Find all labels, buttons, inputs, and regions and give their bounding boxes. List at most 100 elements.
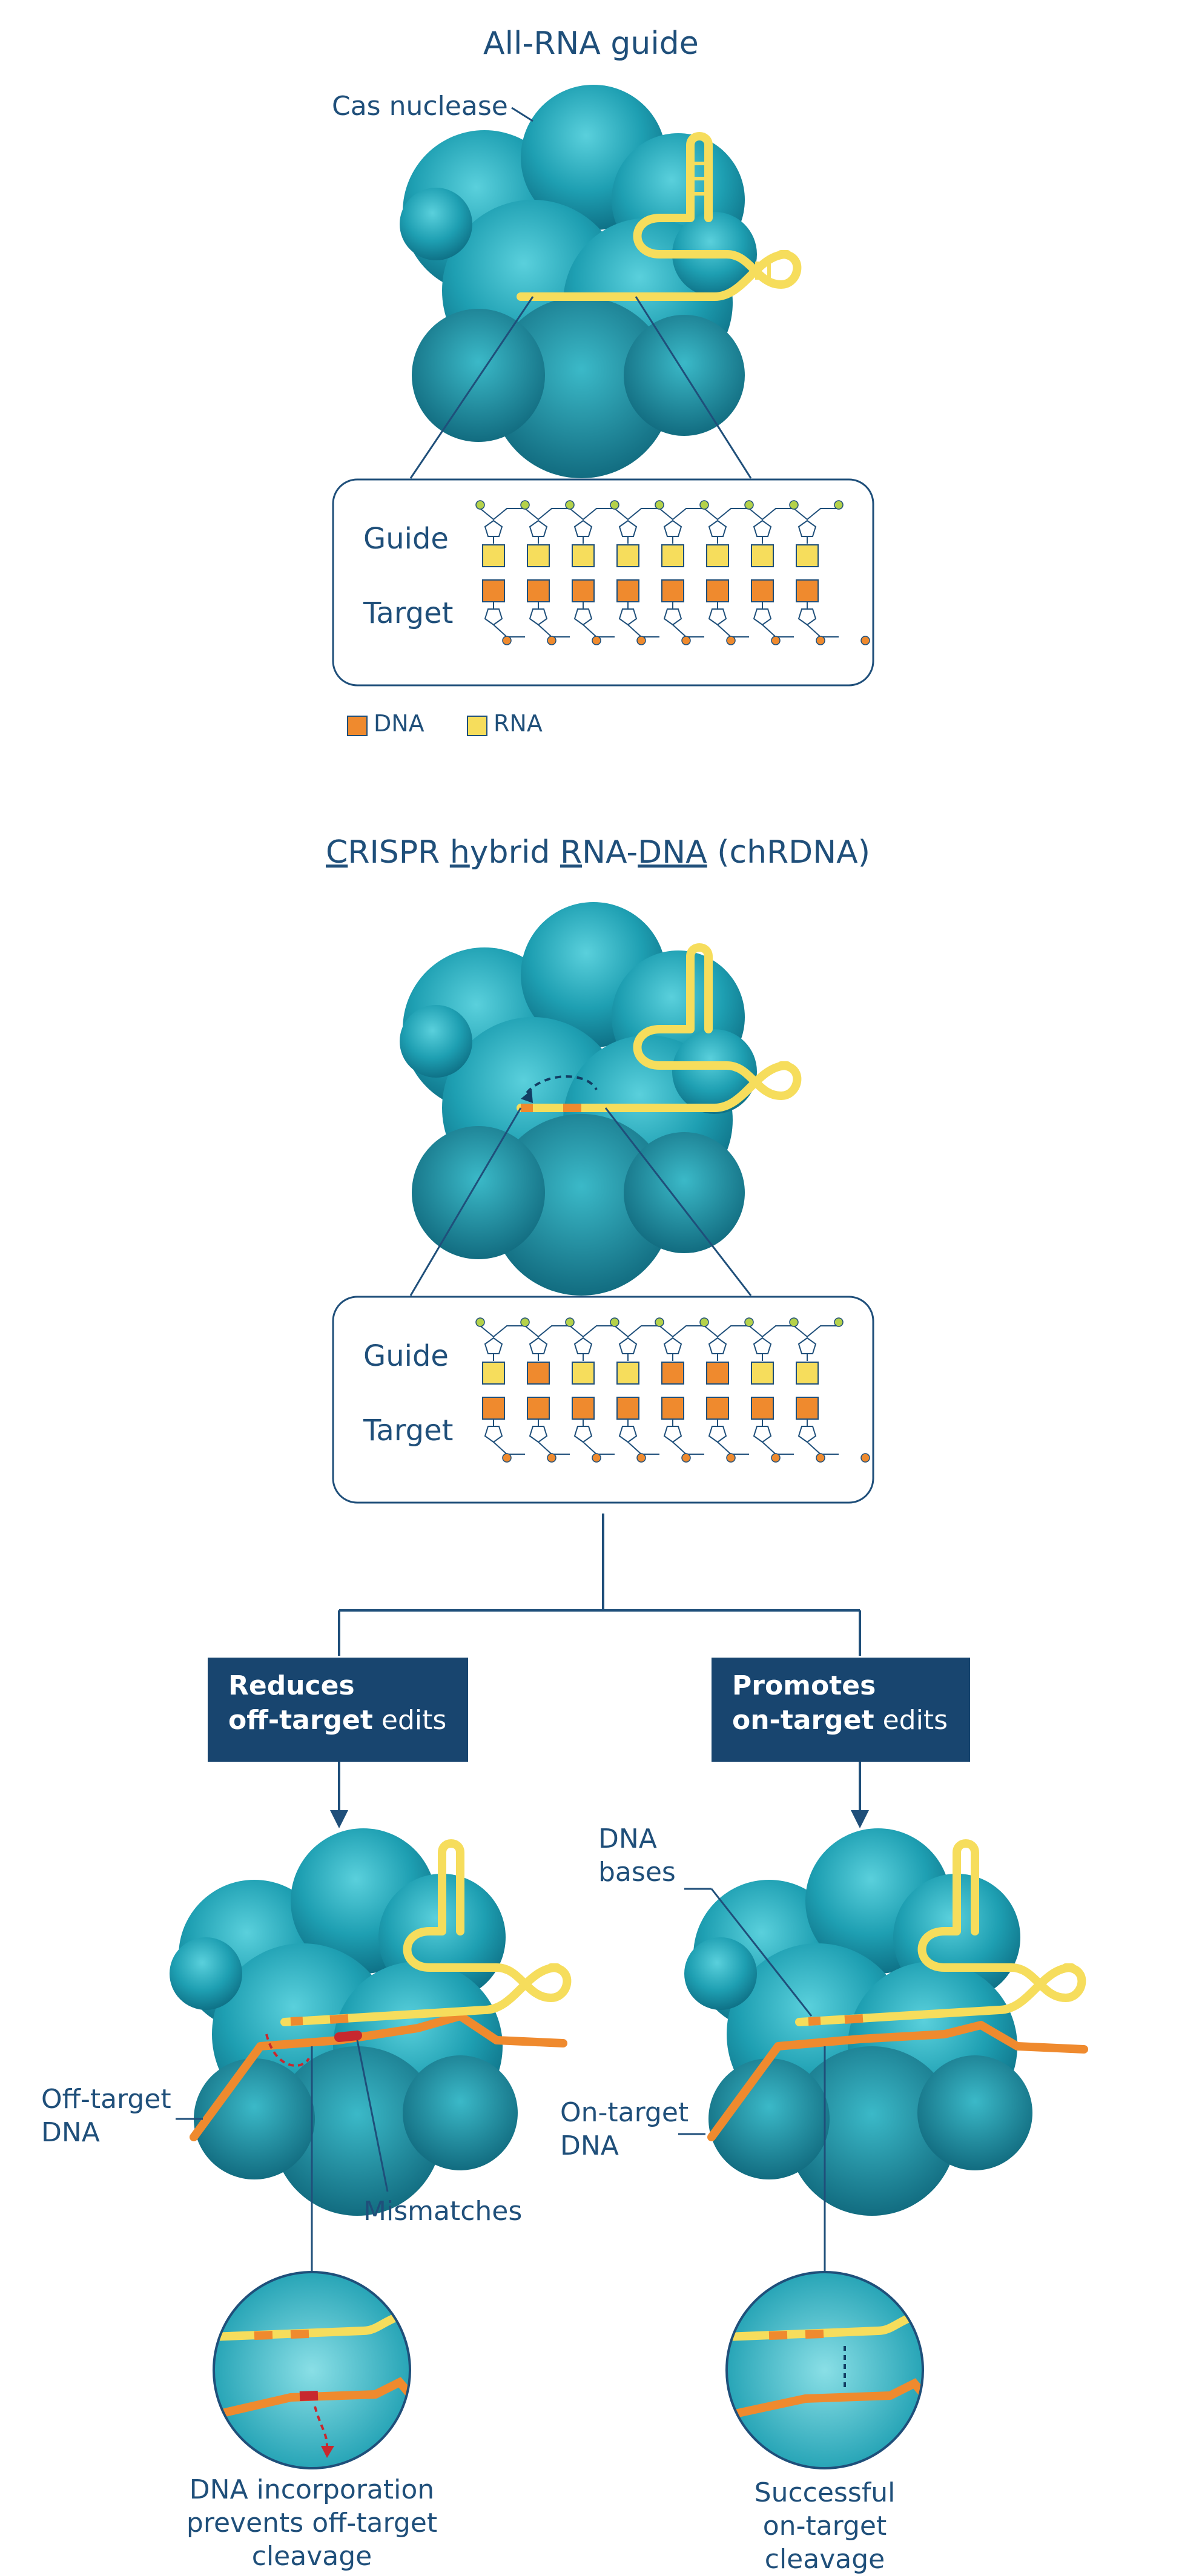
- promotes-on-target-box: Promotes on-target edits: [712, 1658, 970, 1762]
- guide-sugar: [618, 1337, 638, 1354]
- guide-backbone: [704, 508, 749, 521]
- guide-label-2: Guide: [363, 1339, 449, 1373]
- chrdna-guide-hairpin-2: [517, 943, 802, 1112]
- guide-dna-segments-off: [290, 2014, 349, 2026]
- target-sugar: [529, 1426, 548, 1443]
- legend-dna-label: DNA: [374, 710, 424, 737]
- guide-phosphate: [565, 1317, 575, 1327]
- mismatch-arrow: [265, 2034, 310, 2067]
- target-phosphate: [681, 636, 691, 645]
- target-phosphate: [592, 636, 601, 645]
- on-target-caption: Successful on-target cleavage: [754, 2477, 896, 2575]
- guide-dna-segments-on: [808, 2014, 864, 2026]
- guide-backbone: [480, 1325, 525, 1338]
- target-sugar: [618, 608, 638, 626]
- target-sugar: [484, 608, 503, 626]
- target-phosphate: [816, 636, 825, 645]
- guide-backbone: [569, 508, 615, 521]
- target-sugar: [798, 608, 817, 626]
- guide-base-dna: [661, 1362, 684, 1385]
- target-base-dna: [751, 579, 774, 602]
- target-phosphate: [726, 1453, 736, 1463]
- guide-base-rna: [796, 544, 819, 567]
- target-phosphate: [726, 636, 736, 645]
- guide-base-rna: [796, 1362, 819, 1385]
- target-phosphate-end: [860, 636, 870, 645]
- target-base-dna: [751, 1397, 774, 1420]
- arrow-down-left: [330, 1810, 348, 1828]
- zoom-lines-2: [409, 1107, 752, 1296]
- cas-nuclease-protein-off-target: [170, 1828, 518, 2216]
- rna-base-ticks-1: [690, 162, 771, 280]
- target-sugar: [529, 608, 548, 626]
- target-base-dna: [661, 579, 684, 602]
- guide-base-dna: [527, 1362, 550, 1385]
- guide-sugar: [753, 519, 772, 537]
- guide-phosphate-end: [834, 500, 844, 510]
- target-sugar: [798, 1426, 817, 1443]
- guide-sugar: [753, 1337, 772, 1354]
- guide-phosphate: [610, 500, 619, 510]
- guide-phosphate: [699, 1317, 709, 1327]
- target-phosphate-end: [860, 1453, 870, 1463]
- guide-phosphate: [789, 500, 799, 510]
- target-phosphate: [636, 636, 646, 645]
- target-base-dna: [482, 579, 505, 602]
- target-base-dna: [706, 1397, 729, 1420]
- on-target-leader-lines: [678, 1888, 826, 2273]
- guide-sugar: [573, 519, 593, 537]
- legend-dna-swatch: [347, 716, 368, 736]
- target-base-dna: [706, 579, 729, 602]
- zoom-lens-off-target: [213, 2271, 411, 2469]
- target-base-dna: [661, 1397, 684, 1420]
- target-sugar: [708, 608, 727, 626]
- cas-nuclease-protein-1: [400, 85, 757, 478]
- target-phosphate: [547, 636, 556, 645]
- guide-phosphate: [475, 500, 485, 510]
- guide-sugar: [484, 519, 503, 537]
- guide-sugar: [708, 1337, 727, 1354]
- guide-base-rna: [751, 1362, 774, 1385]
- guide-backbone: [748, 508, 794, 521]
- guide-sugar: [798, 519, 817, 537]
- target-base-dna: [572, 1397, 595, 1420]
- guide-backbone: [748, 1325, 794, 1338]
- base-pair-box-1: [332, 478, 874, 687]
- zoom-lens-on-target: [725, 2271, 924, 2469]
- guide-sugar: [798, 1337, 817, 1354]
- arrowhead-2: [521, 1090, 533, 1103]
- guide-backbone: [659, 1325, 704, 1338]
- guide-backbone: [614, 508, 659, 521]
- target-sugar: [573, 608, 593, 626]
- on-target-dna-strand: [707, 2021, 1088, 2141]
- guide-base-rna: [482, 1362, 505, 1385]
- legend-rna-label: RNA: [494, 710, 543, 737]
- cas-nuclease-protein-2: [400, 902, 757, 1296]
- guide-phosphate: [655, 1317, 664, 1327]
- legend-rna-swatch: [467, 716, 487, 736]
- guide-base-rna: [706, 544, 729, 567]
- guide-backbone: [524, 1325, 570, 1338]
- guide-sugar: [529, 1337, 548, 1354]
- guide-backbone: [524, 508, 570, 521]
- target-phosphate: [547, 1453, 556, 1463]
- arrow-down-right: [851, 1810, 869, 1828]
- target-phosphate: [681, 1453, 691, 1463]
- target-sugar: [753, 1426, 772, 1443]
- target-phosphate: [592, 1453, 601, 1463]
- guide-phosphate: [520, 500, 530, 510]
- guide-phosphate: [610, 1317, 619, 1327]
- target-label-1: Target: [363, 596, 454, 630]
- guide-sugar: [484, 1337, 503, 1354]
- target-base-dna: [616, 1397, 639, 1420]
- base-pair-ladder-2: [475, 1317, 870, 1463]
- mismatches-label: Mismatches: [363, 2196, 523, 2227]
- target-phosphate: [771, 636, 781, 645]
- target-phosphate: [636, 1453, 646, 1463]
- target-base-dna: [796, 1397, 819, 1420]
- target-phosphate: [771, 1453, 781, 1463]
- guide-base-rna: [527, 544, 550, 567]
- guide-hairpin-on-target: [795, 1839, 1086, 2026]
- guide-phosphate: [699, 500, 709, 510]
